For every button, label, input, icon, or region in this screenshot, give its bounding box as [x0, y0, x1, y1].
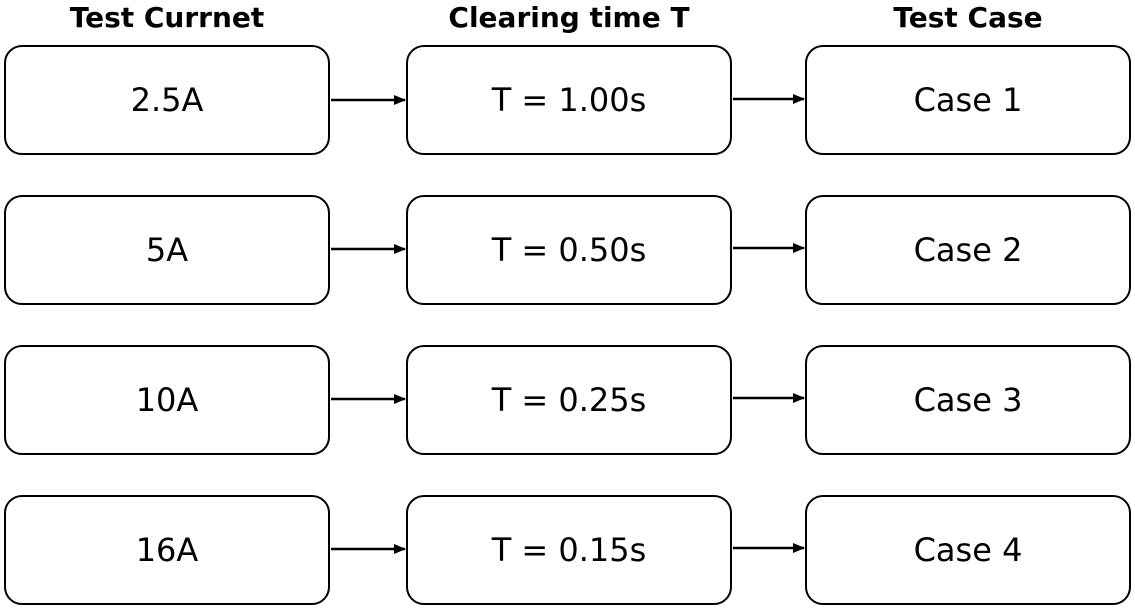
header-clearing-time: Clearing time T — [448, 1, 690, 34]
case-box-3: Case 3 — [805, 345, 1131, 455]
case-box-4: Case 4 — [805, 495, 1131, 605]
time-box-4: T = 0.15s — [406, 495, 732, 605]
current-box-1: 2.5A — [4, 45, 330, 155]
current-box-2: 5A — [4, 195, 330, 305]
current-box-3: 10A — [4, 345, 330, 455]
case-box-2: Case 2 — [805, 195, 1131, 305]
header-test-current: Test Currnet — [69, 1, 265, 34]
time-box-1: T = 1.00s — [406, 45, 732, 155]
header-test-case: Test Case — [893, 1, 1043, 34]
current-box-4: 16A — [4, 495, 330, 605]
time-box-2: T = 0.50s — [406, 195, 732, 305]
time-box-3: T = 0.25s — [406, 345, 732, 455]
case-box-1: Case 1 — [805, 45, 1131, 155]
